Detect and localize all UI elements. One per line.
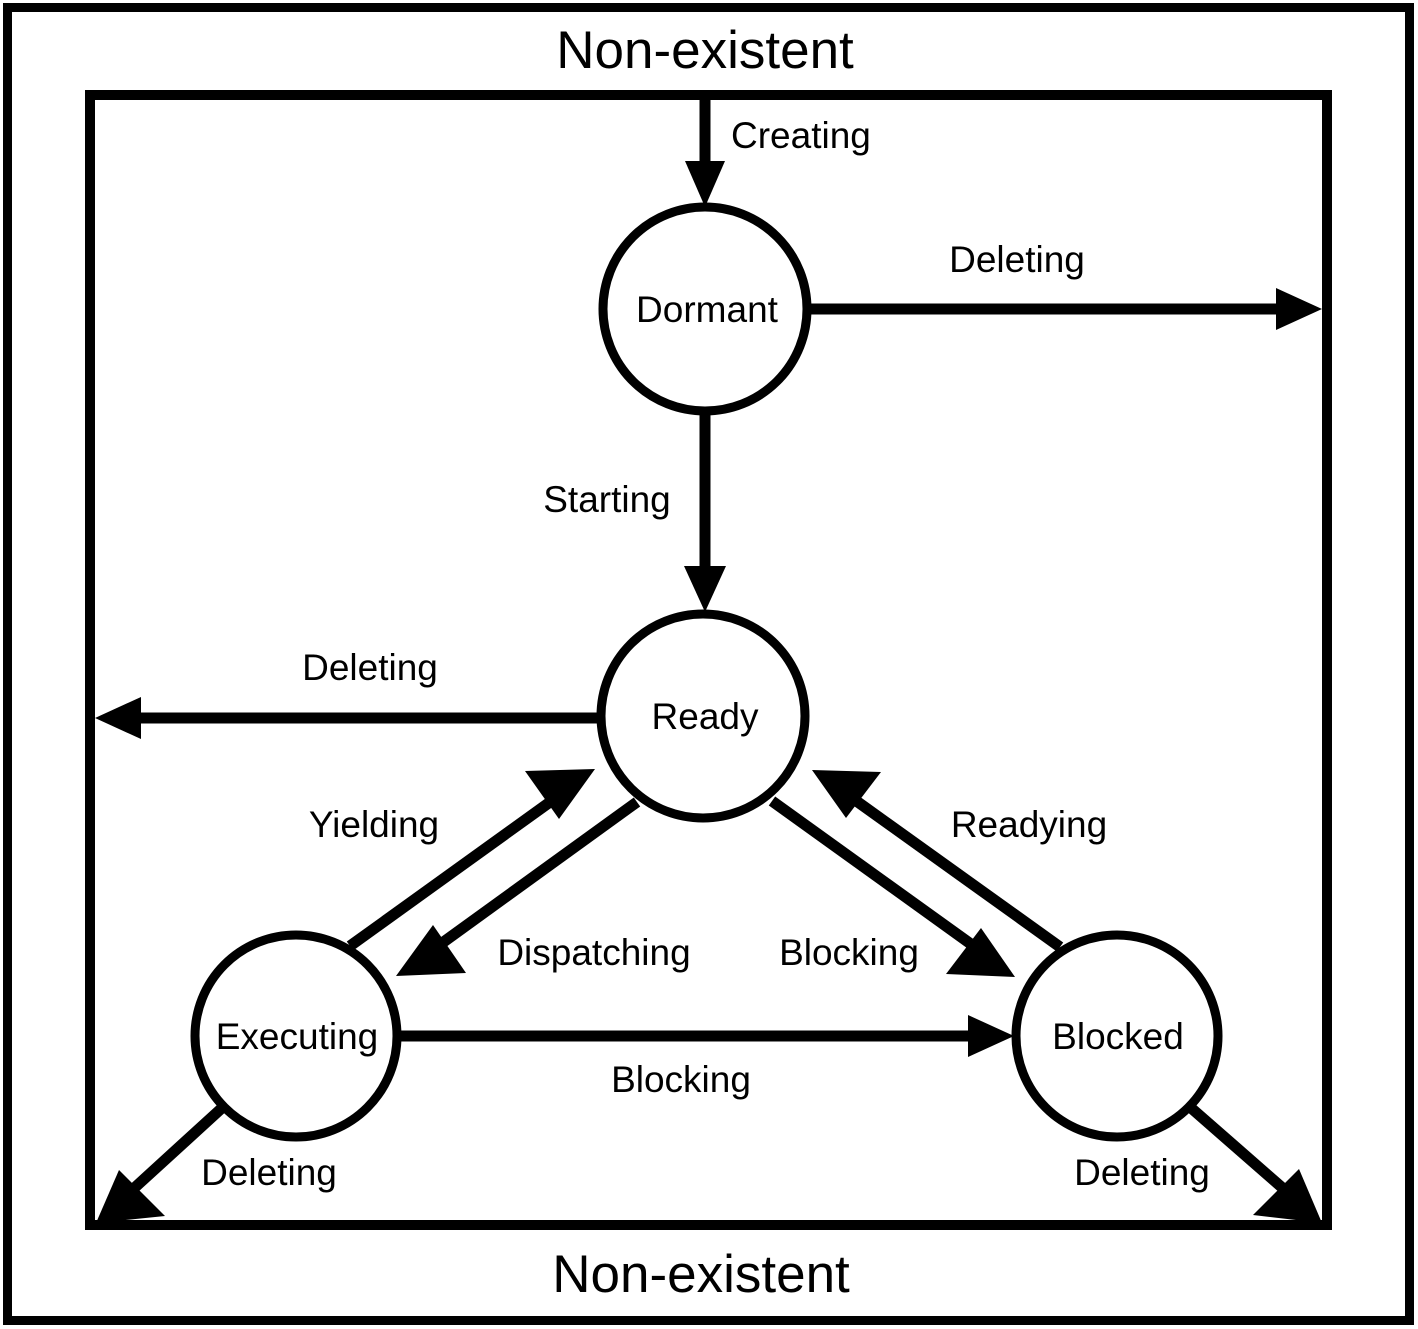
dormant-circle[interactable] [598, 202, 812, 416]
blocked-deleting-arrow-shaft [1186, 1102, 1290, 1196]
dormant-deleting-arrow-head [1276, 288, 1322, 330]
blocked-deleting-label: Deleting [1074, 1152, 1210, 1193]
dispatching-label: Dispatching [497, 932, 690, 973]
yielding-arrow-shaft [346, 792, 561, 951]
yielding-label: Yielding [309, 804, 439, 845]
transition-executing-deleting: Deleting [96, 1102, 337, 1223]
transition-readying: Readying [812, 770, 1107, 952]
creating-label: Creating [731, 115, 871, 156]
readying-label: Readying [951, 804, 1107, 845]
transition-dispatching: Dispatching [396, 797, 691, 976]
region-label-top: Non-existent [556, 21, 854, 80]
starting-label: Starting [543, 479, 671, 520]
transition-executing-blocking: Blocking [398, 1015, 1014, 1100]
ready-deleting-label: Deleting [302, 647, 438, 688]
readying-arrow-shaft [851, 795, 1064, 952]
executing-blocking-label: Blocking [611, 1059, 751, 1100]
state-node-executing[interactable]: Executing [190, 930, 402, 1142]
creating-arrow-head [685, 161, 725, 207]
dormant-deleting-label: Deleting [949, 239, 1085, 280]
ready-deleting-arrow-head [95, 697, 141, 739]
blocked-circle[interactable] [1011, 930, 1223, 1142]
executing-deleting-arrow-head [96, 1170, 165, 1223]
ready-circle[interactable] [596, 609, 810, 823]
transition-dormant-deleting: Deleting [809, 239, 1322, 330]
executing-circle[interactable] [190, 930, 402, 1142]
ready-blocking-arrow-shaft [768, 796, 979, 952]
transition-starting: Starting [543, 413, 726, 612]
state-node-dormant[interactable]: Dormant [598, 202, 812, 416]
transition-ready-deleting: Deleting [95, 647, 599, 739]
transition-blocked-deleting: Deleting [1074, 1102, 1322, 1223]
ready-blocking-arrow-head [946, 928, 1015, 977]
transition-ready-blocking: Blocking [768, 796, 1015, 977]
ready-label: Ready [652, 696, 759, 737]
executing-deleting-label: Deleting [201, 1152, 337, 1193]
readying-arrow-head [812, 770, 881, 818]
region-label-bottom: Non-existent [552, 1245, 850, 1304]
blocked-label: Blocked [1052, 1016, 1184, 1057]
executing-deleting-arrow-shaft [127, 1102, 227, 1196]
inner-frame-border [85, 90, 1332, 1230]
state-node-blocked[interactable]: Blocked [1011, 930, 1223, 1142]
dormant-label: Dormant [636, 289, 779, 330]
ready-blocking-label: Blocking [779, 932, 919, 973]
blocked-deleting-arrow-head [1253, 1169, 1322, 1223]
dispatching-arrow-shaft [434, 797, 641, 951]
dispatching-arrow-head [396, 925, 466, 976]
transition-yielding: Yielding [309, 769, 595, 951]
outer-frame-border [3, 3, 1414, 1325]
executing-label: Executing [216, 1016, 379, 1057]
yielding-arrow-head [525, 769, 595, 819]
starting-arrow-head [684, 566, 726, 612]
transition-creating: Creating [685, 97, 871, 207]
state-node-ready[interactable]: Ready [596, 609, 810, 823]
executing-blocking-arrow-head [968, 1015, 1014, 1057]
